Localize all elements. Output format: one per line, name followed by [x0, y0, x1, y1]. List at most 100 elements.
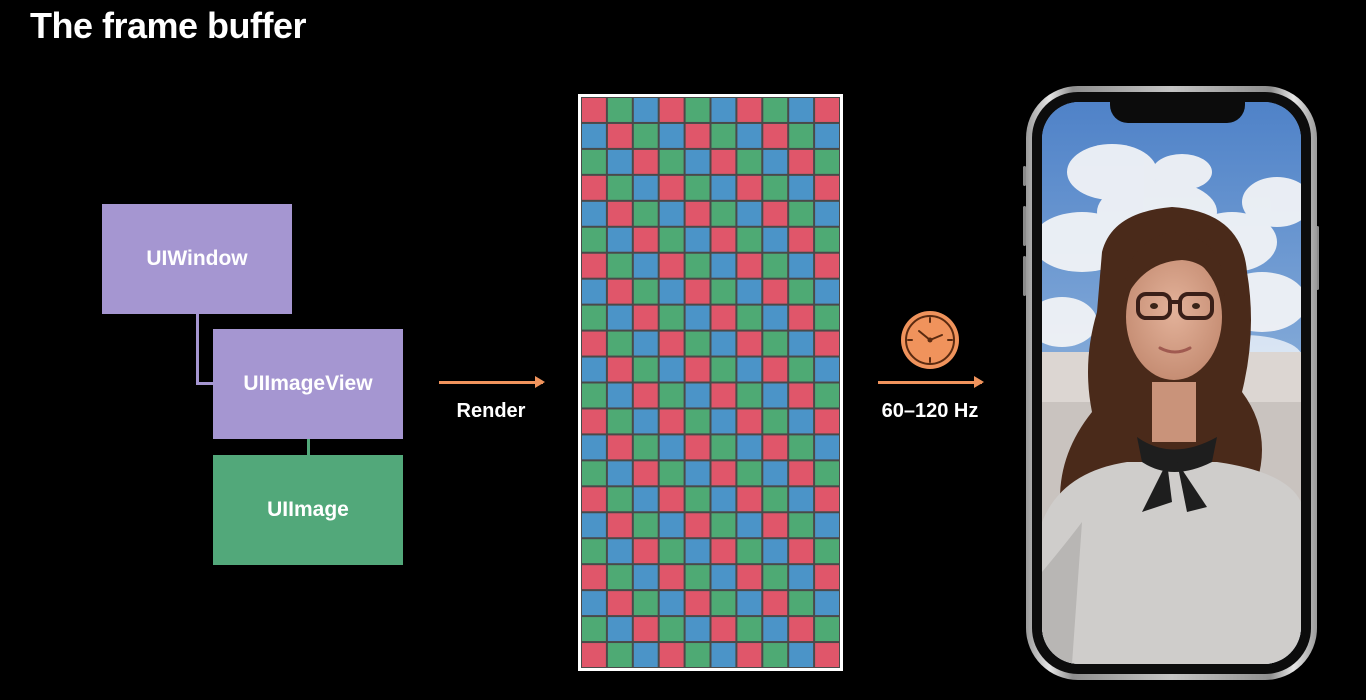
- frame-buffer-pixel: [789, 357, 814, 382]
- frame-buffer-pixel: [685, 435, 710, 460]
- frame-buffer-pixel: [711, 383, 736, 408]
- frame-buffer-pixel: [815, 149, 839, 174]
- frame-buffer-pixel: [815, 227, 839, 252]
- uiimage-box: UIImage: [213, 455, 403, 565]
- frame-buffer-pixel: [607, 175, 632, 200]
- frame-buffer-pixel: [711, 461, 736, 486]
- frame-buffer-pixel: [685, 513, 710, 538]
- frame-buffer-pixel: [763, 383, 788, 408]
- frame-buffer-pixel: [633, 409, 658, 434]
- frame-buffer-pixel: [607, 461, 632, 486]
- frame-buffer-pixel: [737, 539, 762, 564]
- frame-buffer-pixel: [763, 409, 788, 434]
- frame-buffer-pixel: [685, 175, 710, 200]
- frame-buffer-pixel: [685, 409, 710, 434]
- frame-buffer-pixel: [763, 305, 788, 330]
- frame-buffer-pixel: [737, 149, 762, 174]
- frame-buffer-pixel: [633, 201, 658, 226]
- frame-buffer-pixel: [789, 539, 814, 564]
- frame-buffer-pixel: [633, 617, 658, 642]
- frame-buffer-pixel: [737, 357, 762, 382]
- frame-buffer-pixel: [711, 487, 736, 512]
- hierarchy-connector-horizontal: [196, 382, 216, 385]
- frame-buffer-pixel: [633, 98, 658, 122]
- frame-buffer-pixel: [789, 409, 814, 434]
- phone-power-button: [1316, 226, 1319, 290]
- frame-buffer-pixel: [633, 513, 658, 538]
- frame-buffer-pixel: [711, 227, 736, 252]
- uiimage-label: UIImage: [267, 498, 349, 521]
- frame-buffer-pixel: [685, 123, 710, 148]
- frame-buffer-pixel: [763, 487, 788, 512]
- frame-buffer-pixel: [815, 279, 839, 304]
- frame-buffer-pixel: [763, 357, 788, 382]
- frame-buffer-pixel: [815, 617, 839, 642]
- frame-buffer-pixel: [633, 253, 658, 278]
- frame-buffer-pixel: [763, 617, 788, 642]
- frame-buffer-pixel: [659, 279, 684, 304]
- frame-buffer-pixel: [711, 305, 736, 330]
- frame-buffer-pixel: [659, 565, 684, 590]
- frame-buffer-pixel: [659, 383, 684, 408]
- frame-buffer-pixel: [737, 123, 762, 148]
- frame-buffer-pixel: [815, 98, 839, 122]
- frame-buffer-pixel: [582, 461, 606, 486]
- frame-buffer-pixel: [582, 643, 606, 667]
- frame-buffer-pixel: [582, 149, 606, 174]
- frame-buffer-pixel: [711, 201, 736, 226]
- frame-buffer-pixel: [737, 409, 762, 434]
- frame-buffer-pixel: [685, 253, 710, 278]
- frame-buffer-pixel: [789, 487, 814, 512]
- frame-buffer-pixel: [789, 383, 814, 408]
- frame-buffer-pixel: [711, 643, 736, 667]
- frame-buffer-pixel: [659, 305, 684, 330]
- frame-buffer-pixel: [582, 279, 606, 304]
- frame-buffer-pixel: [659, 617, 684, 642]
- frame-buffer-pixel: [789, 643, 814, 667]
- frame-buffer-pixel: [711, 409, 736, 434]
- frame-buffer-pixel: [607, 149, 632, 174]
- frame-buffer-pixel: [607, 123, 632, 148]
- frame-buffer-pixel: [685, 149, 710, 174]
- frame-buffer-pixel: [737, 383, 762, 408]
- frame-buffer-pixel: [685, 591, 710, 616]
- frame-buffer-pixel: [789, 149, 814, 174]
- frame-buffer-pixel: [763, 123, 788, 148]
- frame-buffer-pixel: [607, 279, 632, 304]
- frame-buffer-pixel: [633, 357, 658, 382]
- frame-buffer-pixel: [711, 175, 736, 200]
- frame-buffer-pixel: [763, 175, 788, 200]
- phone-side-button-2: [1023, 206, 1026, 246]
- frame-buffer-pixel: [659, 98, 684, 122]
- frame-buffer-pixel: [789, 565, 814, 590]
- frame-buffer-pixel: [763, 591, 788, 616]
- frame-buffer-pixel: [815, 383, 839, 408]
- frame-buffer-pixel: [633, 643, 658, 667]
- frame-buffer-pixel: [763, 279, 788, 304]
- frame-buffer-pixel: [789, 253, 814, 278]
- frame-buffer-pixel: [607, 253, 632, 278]
- frame-buffer-pixel: [633, 227, 658, 252]
- uiwindow-box: UIWindow: [102, 204, 292, 314]
- frame-buffer-pixel: [711, 357, 736, 382]
- frame-buffer-pixel: [659, 175, 684, 200]
- frame-buffer-pixel: [582, 201, 606, 226]
- frame-buffer-pixel: [737, 617, 762, 642]
- iphone-device: [1026, 86, 1317, 680]
- frame-buffer-pixel: [815, 591, 839, 616]
- frame-buffer-pixel: [582, 175, 606, 200]
- frame-buffer-pixel: [607, 487, 632, 512]
- frame-buffer-pixel: [815, 643, 839, 667]
- frame-buffer-pixel: [737, 591, 762, 616]
- frame-buffer-pixel: [659, 461, 684, 486]
- frame-buffer-pixel: [763, 201, 788, 226]
- frame-buffer-pixel: [763, 513, 788, 538]
- uiimageview-label: UIImageView: [243, 372, 373, 395]
- frame-buffer-pixel: [607, 201, 632, 226]
- frame-buffer-pixel: [763, 435, 788, 460]
- frame-buffer-pixel: [607, 357, 632, 382]
- frame-buffer-pixel: [633, 565, 658, 590]
- frame-buffer-pixel: [582, 617, 606, 642]
- frame-buffer-pixel: [633, 123, 658, 148]
- phone-side-button-1: [1023, 166, 1026, 186]
